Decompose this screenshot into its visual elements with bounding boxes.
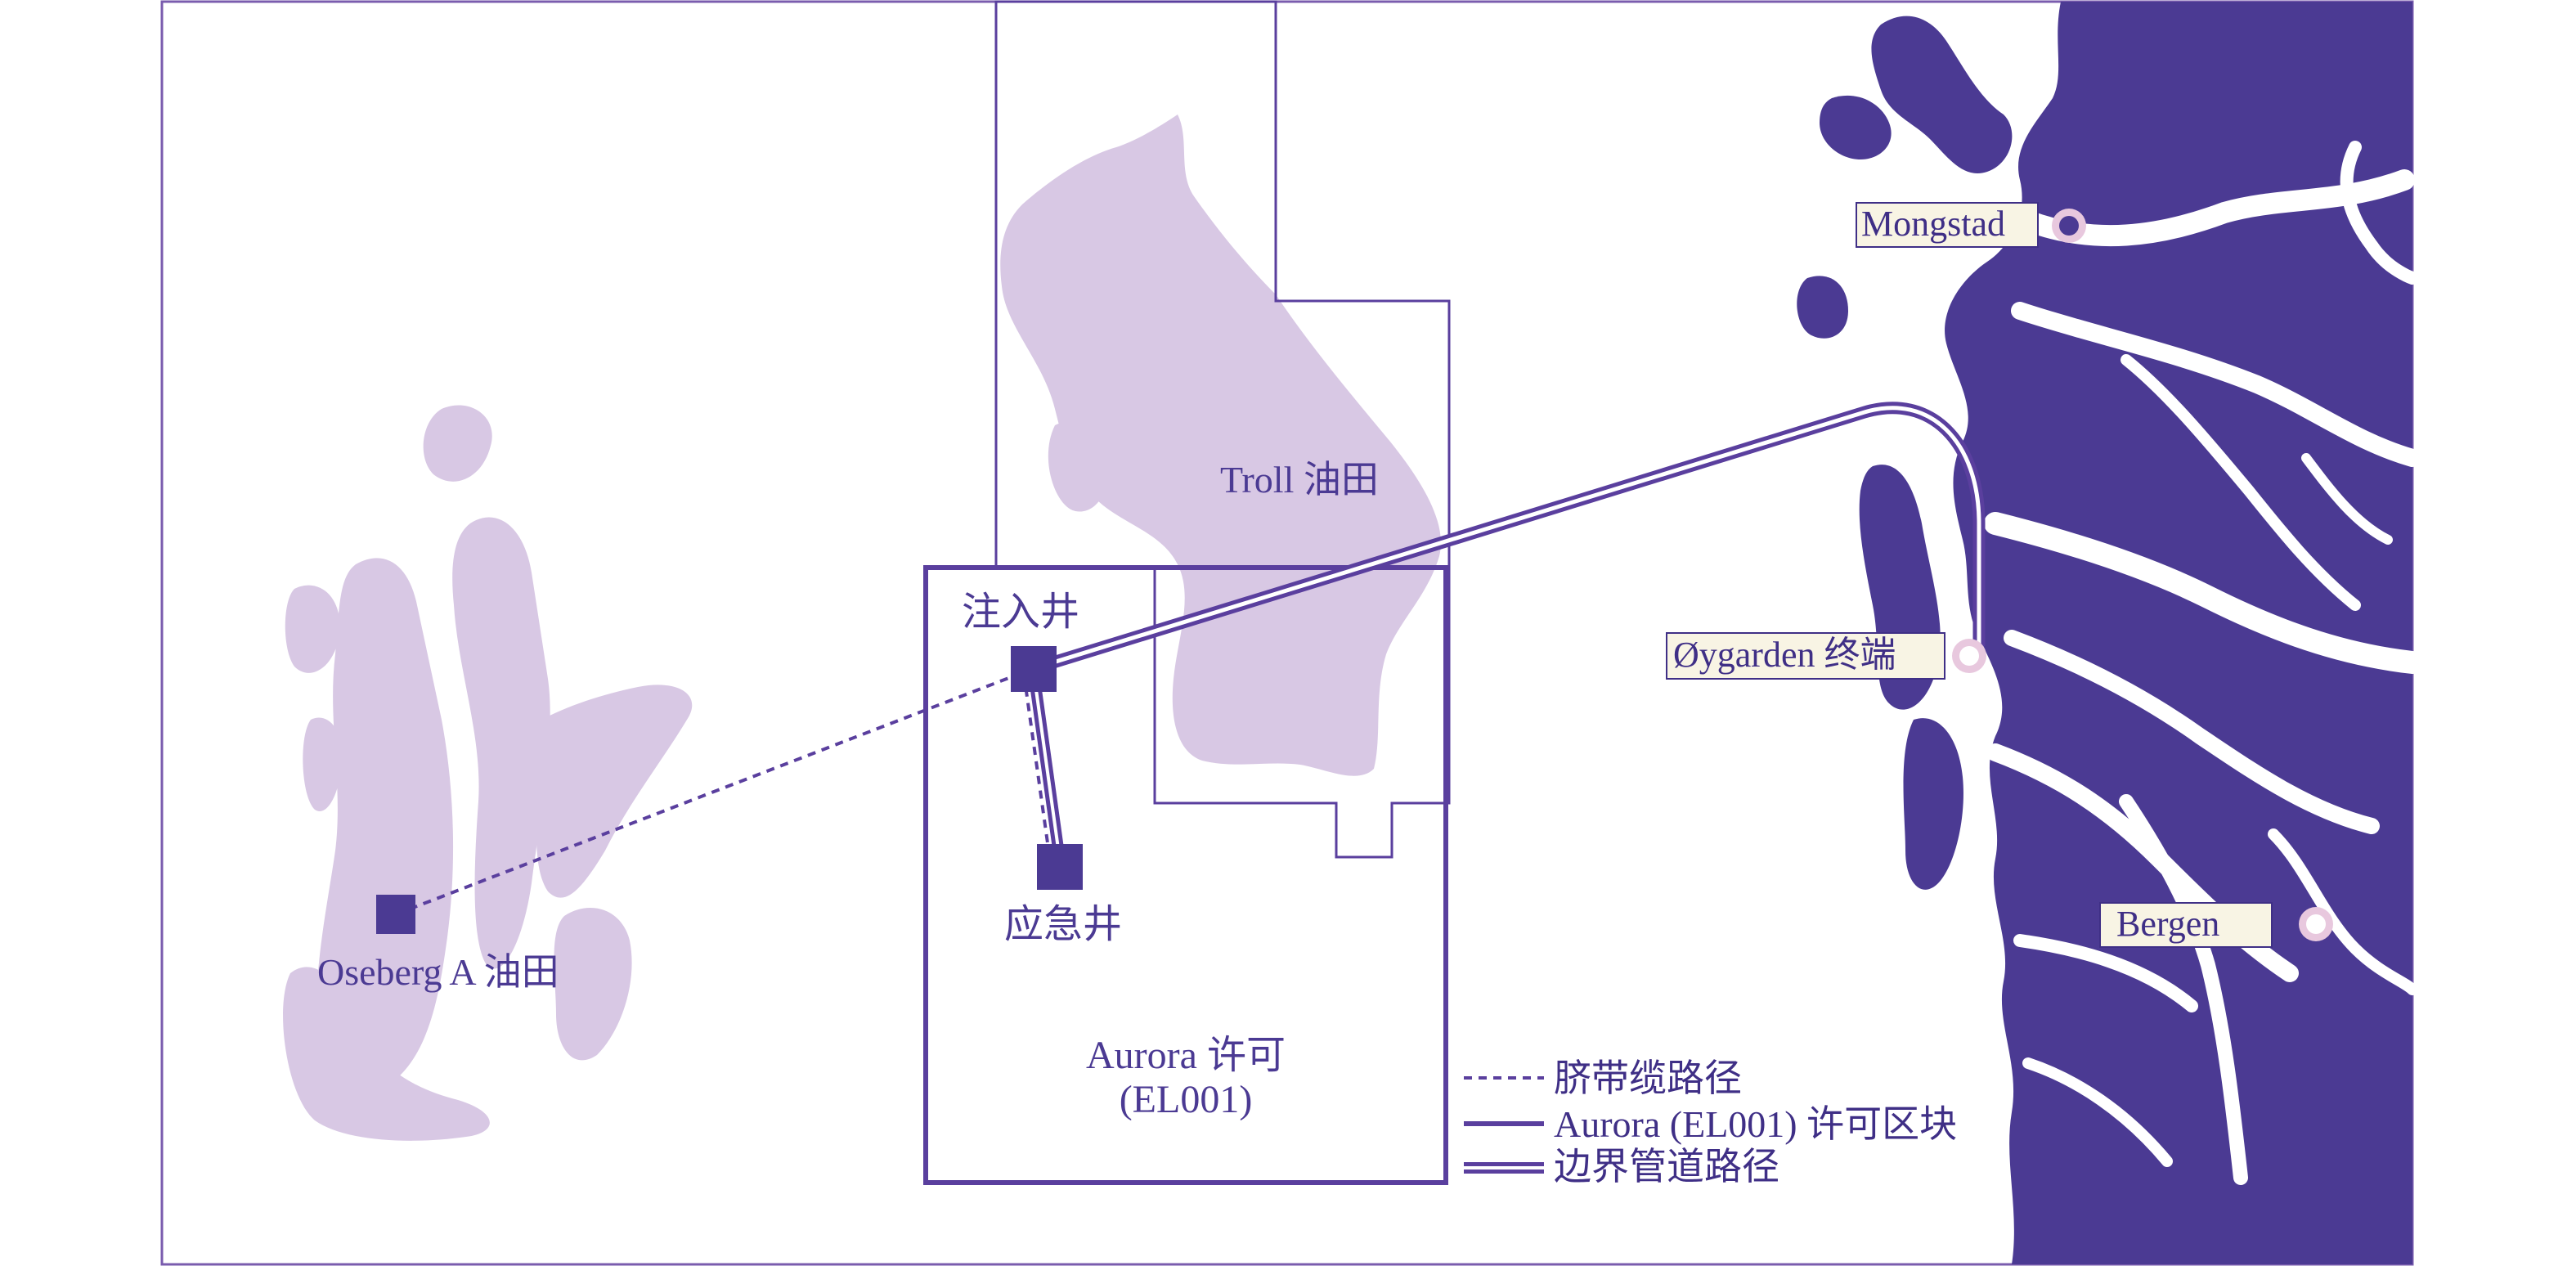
license-name-label: Aurora 许可: [1086, 1034, 1286, 1077]
oseberg-field-label: Oseberg A 油田: [317, 951, 559, 993]
oygarden-label: Øygarden 终端: [1673, 635, 1896, 675]
mongstad-marker: [2052, 209, 2086, 243]
oygarden-terminal-marker: [1952, 639, 1986, 673]
bergen-label: Bergen: [2116, 904, 2219, 944]
bergen-marker: [2299, 907, 2333, 941]
injection-well-label: 注入井: [962, 590, 1079, 634]
umbilical-route-wells: [1022, 673, 1052, 861]
legend-umbilical-label: 脐带缆路径: [1554, 1057, 1742, 1099]
legend: 脐带缆路径 Aurora (EL001) 许可区块 边界管道路径: [1464, 1057, 1957, 1187]
license-code-label: (EL001): [1120, 1078, 1253, 1121]
umbilical-route-oseberg: [395, 667, 1033, 916]
troll-field-label: Troll 油田: [1220, 459, 1379, 501]
legend-license-block-label: Aurora (EL001) 许可区块: [1554, 1103, 1957, 1145]
mongstad-label-box: [1856, 202, 2039, 248]
oseberg-field-area: [283, 405, 693, 1141]
troll-field-area: [1000, 114, 1441, 776]
boundary-pipeline-inner: [1031, 406, 1981, 671]
injection-well-marker: [1011, 646, 1057, 692]
emergency-well-marker: [1037, 844, 1083, 890]
legend-pipeline-label: 边界管道路径: [1554, 1146, 1779, 1187]
bergen-label-box: [2099, 902, 2273, 948]
license-block-outline: [923, 0, 1451, 1185]
well-link-pipeline-inner: [1032, 671, 1061, 861]
mongstad-label: Mongstad: [1861, 204, 2005, 244]
oygarden-label-box: [1666, 632, 1945, 680]
emergency-well-label: 应急井: [1004, 903, 1122, 946]
oseberg-platform-marker: [376, 895, 415, 934]
